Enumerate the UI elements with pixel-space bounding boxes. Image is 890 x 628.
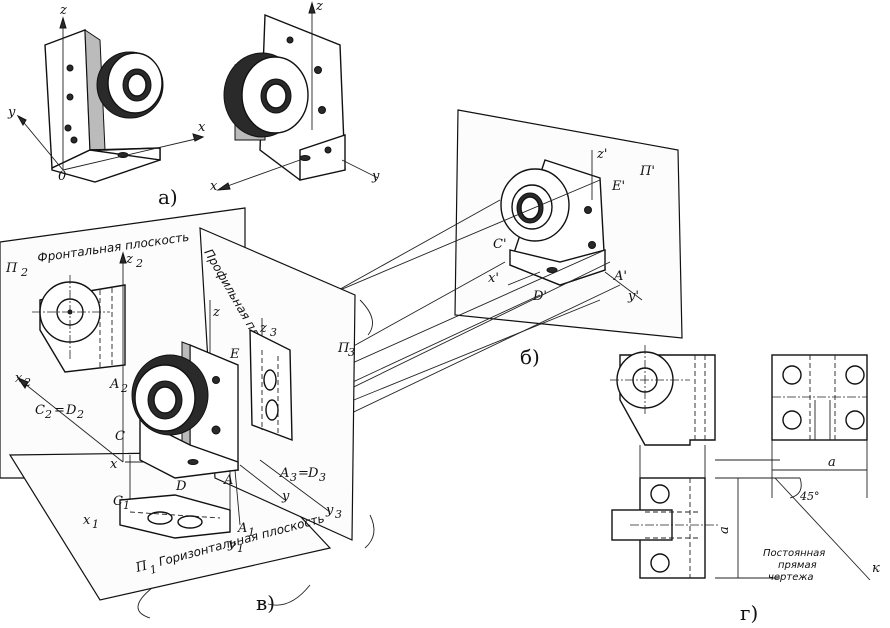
axis-label-v-z3-sub: 3 xyxy=(270,326,277,339)
axis-label-b-y: y' xyxy=(627,289,639,304)
top-view xyxy=(611,477,720,579)
axis-label-v-x1: x xyxy=(83,513,91,528)
point-label-v-eq: = xyxy=(54,403,65,418)
point-label-v-C2-sub: 2 xyxy=(44,408,52,421)
axis-label-v-z2-sub: 2 xyxy=(135,257,143,270)
point-label-v-A: A xyxy=(223,473,233,488)
part-v-isometric xyxy=(131,341,239,479)
point-label-v-C1-sub: 1 xyxy=(123,499,130,512)
axis-label-v-y1-sub: 1 xyxy=(237,542,244,555)
plane-label-horizontal-symbol: П xyxy=(133,558,149,576)
caption-v: в) xyxy=(256,591,275,615)
side-view xyxy=(771,354,868,441)
horizontal-projection xyxy=(119,455,231,539)
point-label-v-A1-sub: 1 xyxy=(248,526,255,539)
plane-label-frontal-symbol: П xyxy=(5,261,18,276)
point-label-v-D: D xyxy=(175,479,187,494)
point-label-v-D2-sub: 2 xyxy=(76,408,84,421)
point-label-v-C: C xyxy=(115,429,125,444)
plane-label-profile-sub: 3 xyxy=(348,346,355,359)
point-label-v-A2: A xyxy=(109,377,119,392)
point-label-v-D2: D xyxy=(65,403,77,418)
profile-projection xyxy=(249,328,293,442)
point-label-v-D3: D xyxy=(307,466,319,481)
axis-label-a-x1: x xyxy=(198,120,206,135)
axis-label-v-x: x xyxy=(110,457,118,472)
dim-a-horizontal: a xyxy=(828,455,836,470)
point-label-v-A1: A xyxy=(237,521,247,536)
point-label-b-A: A' xyxy=(613,269,627,284)
axis-label-b-x: x' xyxy=(488,271,499,286)
axis-label-v-z: z xyxy=(212,305,220,320)
front-view xyxy=(610,345,716,446)
panel-b: П' z' x' y' C' D' E' A' б) xyxy=(454,109,683,369)
axis-label-a-y1: y xyxy=(7,105,16,120)
part-a-right xyxy=(216,1,379,191)
point-label-v-D3-sub: 3 xyxy=(319,471,326,484)
axis-label-v-y3: y xyxy=(325,503,334,518)
axis-label-v-y3-sub: 3 xyxy=(335,508,342,521)
point-label-b-C: C' xyxy=(493,237,507,252)
axis-label-v-x2: x xyxy=(15,371,23,386)
point-label-v-C1: C xyxy=(113,494,123,509)
constant-line-note-1: Постоянная xyxy=(763,548,825,559)
plane-label-horizontal-sub: 1 xyxy=(148,563,158,577)
axis-label-v-z3: z xyxy=(259,321,267,336)
angle-45: 45° xyxy=(799,490,820,503)
plane-label-profile-symbol: П xyxy=(337,341,350,356)
constant-line-note-2: прямая xyxy=(778,560,817,571)
point-label-v-A3-sub: 3 xyxy=(290,471,297,484)
axis-label-a-z2: z xyxy=(315,0,323,14)
k-label: к xyxy=(872,561,880,576)
panel-a: z y x 0 z x y а) xyxy=(7,0,380,209)
caption-g: г) xyxy=(740,601,758,625)
point-label-v-A3: A xyxy=(279,466,289,481)
axis-label-v-x1-sub: 1 xyxy=(92,518,99,531)
frontal-projection xyxy=(32,275,126,373)
point-label-v-E: E xyxy=(229,347,240,362)
point-label-v-A2-sub: 2 xyxy=(120,382,128,395)
caption-b: б) xyxy=(520,345,540,369)
point-label-v-C2: C xyxy=(35,403,45,418)
dim-a-vertical: a xyxy=(717,526,732,534)
plane-label-picture: П' xyxy=(639,164,655,179)
axis-label-a-origin: 0 xyxy=(58,169,66,184)
part-a-left xyxy=(16,16,205,183)
axis-label-b-z: z' xyxy=(596,147,607,162)
axis-label-v-z2: z xyxy=(125,252,133,267)
panel-v: П 2 Фронтальная плоскость Профильная пло… xyxy=(0,207,375,619)
plane-label-frontal-sub: 2 xyxy=(20,266,28,279)
axis-label-v-y1: y xyxy=(227,537,236,552)
caption-a: а) xyxy=(158,185,178,209)
axis-label-a-y2: y xyxy=(371,169,380,184)
point-label-v-eq3: = xyxy=(298,466,309,481)
axis-label-a-z1: z xyxy=(59,3,67,18)
panel-g: a a 45° к Постоянная прямая чертежа г) xyxy=(610,345,880,625)
axis-label-v-y: y xyxy=(281,489,290,504)
axis-label-v-x2-sub: 2 xyxy=(23,376,31,389)
constant-line-note-3: чертежа xyxy=(768,572,814,583)
point-label-b-E: E' xyxy=(611,179,625,194)
axis-label-a-x2: x xyxy=(210,179,218,194)
